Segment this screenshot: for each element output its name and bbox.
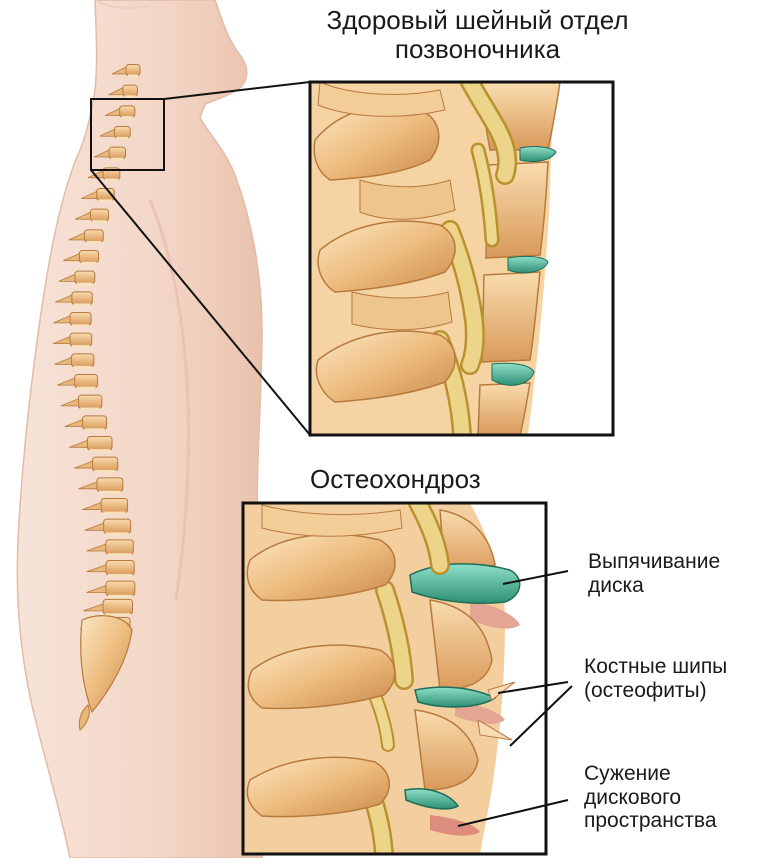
vertebra (114, 127, 130, 138)
vertebra (79, 251, 98, 263)
spine-disc (72, 345, 90, 348)
healthy-title-line1: Здоровый шейный отдел (300, 6, 655, 35)
vertebra (123, 85, 138, 96)
label-disc-bulge-line1: Выпячивание (588, 550, 720, 574)
vertebra (87, 437, 112, 451)
spine-disc (99, 491, 121, 494)
vertebra (97, 478, 123, 492)
label-disc-bulge: Выпячивание диска (588, 550, 720, 597)
spine-disc (111, 158, 123, 161)
vertebra (78, 395, 101, 408)
spine-disc (108, 574, 132, 577)
vertebra (72, 292, 93, 305)
vertebra (109, 147, 125, 159)
vertebra (120, 106, 135, 117)
healthy-title-line2: позвоночника (300, 35, 655, 64)
spine-disc (87, 241, 102, 244)
spine-disc (89, 449, 110, 452)
label-osteophytes: Костные шипы (остеофиты) (584, 655, 727, 702)
vertebra (72, 354, 94, 367)
label-osteophytes-line1: Костные шипы (584, 655, 727, 679)
label-disc-narrowing-line3: пространства (584, 809, 717, 833)
vertebra (103, 599, 132, 614)
vertebra (106, 581, 135, 596)
vertebra (70, 313, 91, 326)
label-disc-narrowing: Сужение дискового пространства (584, 762, 717, 833)
spine-disc (77, 283, 93, 286)
spine-disc (122, 116, 133, 119)
vertebra (106, 540, 134, 554)
vertebra (85, 230, 104, 242)
label-disc-narrowing-line2: дискового (584, 786, 717, 810)
vertebra (75, 271, 95, 283)
spine-disc (74, 303, 91, 306)
spine-disc (92, 220, 106, 223)
spine-disc (105, 179, 118, 182)
spine-disc (108, 553, 132, 556)
healthy-panel (310, 82, 613, 435)
healthy-title: Здоровый шейный отдел позвоночника (300, 6, 655, 64)
spine-disc (72, 324, 89, 327)
vertebra (90, 209, 108, 221)
vertebra (83, 416, 107, 430)
vertebra (104, 519, 131, 533)
label-disc-bulge-line2: диска (588, 574, 720, 598)
vertebra (93, 457, 118, 471)
vertebra (126, 65, 140, 76)
spine-disc (103, 512, 125, 515)
spine-disc (74, 366, 92, 369)
vertebra (101, 499, 127, 513)
vertebra (70, 333, 92, 346)
spine-disc (77, 387, 96, 390)
osteo-title: Остеохондроз (310, 465, 490, 494)
vertebra (106, 561, 134, 576)
osteo-panel (243, 503, 546, 854)
label-disc-narrowing-line1: Сужение (584, 762, 717, 786)
spine-disc (81, 262, 96, 265)
spine-disc (116, 137, 128, 140)
spine-disc (99, 199, 113, 202)
spine-disc (106, 532, 129, 535)
body-silhouette (17, 0, 262, 858)
spine-disc (95, 470, 116, 473)
spine-disc (108, 595, 133, 598)
spine-disc (125, 95, 136, 98)
label-osteophytes-line2: (остеофиты) (584, 679, 727, 703)
spine-disc (128, 75, 138, 78)
spine-disc (80, 408, 99, 411)
spine-disc (85, 428, 105, 431)
vertebra (75, 375, 98, 388)
